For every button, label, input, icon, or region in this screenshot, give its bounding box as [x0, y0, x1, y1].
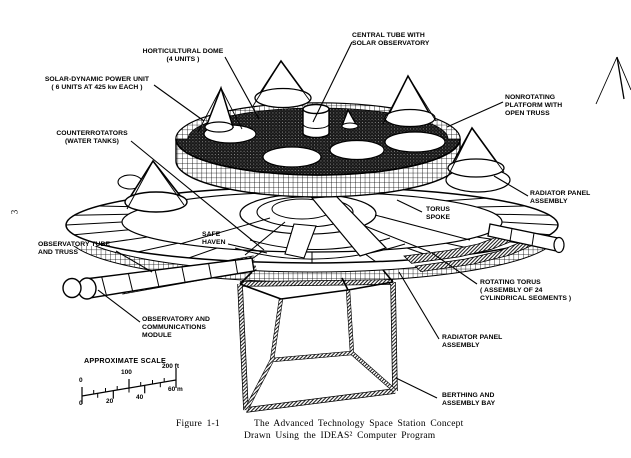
- scale-ft-100: 100: [121, 369, 132, 376]
- callout-counterrotators: COUNTERROTATORS (WATER TANKS): [56, 130, 128, 145]
- leader-torus-spoke: [396, 199, 423, 213]
- callout-nonrotating-platform: NONROTATING PLATFORM WITH OPEN TRUSS: [505, 94, 563, 117]
- observatory-tube-drawing: [62, 255, 257, 300]
- horticultural-domes: [203, 124, 446, 168]
- leader-solar-dynamic: [153, 84, 205, 122]
- deck-cone-left: [117, 159, 188, 213]
- leader-lines: [97, 41, 529, 399]
- front-spoke-plank: [284, 223, 317, 259]
- leader-observatory-tube: [115, 250, 153, 273]
- radiator-arm-drawing: [487, 223, 565, 254]
- callout-rotating-torus: ROTATING TORUS ( ASSEMBLY OF 24 CYLINDRI…: [480, 279, 572, 302]
- callout-torus-spoke: TORUS SPOKE: [426, 206, 451, 221]
- leader-horticultural-dome: [224, 56, 260, 120]
- scale-ft-200: 200 ft: [162, 363, 179, 370]
- box-thin-members: [239, 269, 394, 300]
- callout-horticultural-dome: HORTICULTURAL DOME (4 UNITS ): [142, 48, 224, 63]
- figure-caption-line1: The Advanced Technology Space Station Co…: [254, 419, 464, 429]
- callout-radiator-panel-upper: RADIATOR PANEL ASSEMBLY: [530, 190, 591, 205]
- leader-central-tube: [312, 41, 353, 123]
- torus-segments: [65, 197, 559, 263]
- scale-m-20: 20: [106, 398, 114, 405]
- leader-berthing-bay: [395, 377, 438, 399]
- scale-ft-0: 0: [79, 377, 83, 384]
- callout-observatory-module: OBSERVATORY AND COMMUNICATIONS MODULE: [142, 316, 210, 339]
- scale-title: APPROXIMATE SCALE: [84, 356, 166, 365]
- central-tube-drawing: [302, 103, 330, 139]
- callout-solar-dynamic: SOLAR-DYNAMIC POWER UNIT ( 6 UNITS AT 42…: [44, 76, 150, 91]
- tube-ring-joints: [101, 260, 239, 296]
- callout-observatory-tube: OBSERVATORY TUBE AND TRUSS: [38, 241, 111, 256]
- torus-segment-band: [74, 246, 550, 282]
- radiator-panel-strips: [403, 236, 534, 273]
- observatory-module-nose: [62, 277, 82, 299]
- scale-m-0: 0: [79, 400, 83, 407]
- edge-cone-partial: [595, 56, 631, 105]
- leader-nonrotating-platform: [446, 101, 504, 128]
- page-number: 3: [9, 209, 20, 215]
- callout-safe-haven: SAFE HAVEN: [202, 231, 226, 246]
- leader-rotating-torus: [431, 252, 478, 285]
- leader-radiator-upper: [493, 175, 529, 197]
- figure-number: Figure 1-1: [176, 419, 220, 429]
- scale-ruler: [81, 368, 177, 404]
- figure-caption-line2: Drawn Using the IDEAS² Computer Program: [244, 431, 436, 441]
- leader-safe-haven: [227, 243, 268, 254]
- berthing-bay-drawing: [237, 269, 398, 413]
- scale-m-60: 60 m: [168, 386, 183, 393]
- rotating-torus-drawing: [65, 186, 559, 283]
- leader-radiator-lower: [398, 271, 440, 340]
- callout-berthing-bay: BERTHING AND ASSEMBLY BAY: [442, 392, 496, 407]
- callout-central-tube: CENTRAL TUBE WITH SOLAR OBSERVATORY: [352, 32, 430, 47]
- leader-counterrotators: [130, 140, 265, 251]
- leader-observatory-module: [97, 289, 141, 323]
- scale-m-40: 40: [136, 394, 144, 401]
- callout-radiator-panel-lower: RADIATOR PANEL ASSEMBLY: [442, 334, 503, 349]
- solar-dynamic-cones: [197, 56, 631, 193]
